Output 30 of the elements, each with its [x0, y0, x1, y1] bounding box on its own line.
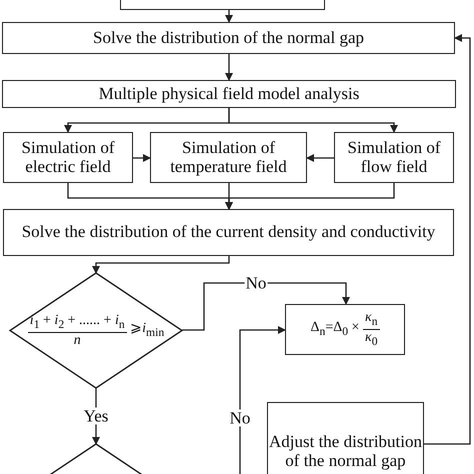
node-text: Simulation of flow field [346, 138, 442, 176]
arrow [133, 154, 151, 162]
decision-diamond [10, 273, 182, 388]
process-box [2, 80, 456, 108]
arrow [225, 183, 395, 210]
edge-label: No [228, 410, 252, 426]
process-box [334, 132, 454, 183]
node-text: Adjust the distribution of the normal gap [268, 433, 423, 471]
arrow [225, 54, 233, 81]
edge-label: Yes [82, 408, 110, 424]
formula: i$_{1}$ + i$_{2}$ + ...... + i$_{n}$ n ⩾i$_{min}$ [28, 312, 164, 348]
process-box [3, 132, 133, 183]
arrow [239, 326, 286, 474]
node-text: Solve the distribution of the normal gap [92, 28, 364, 48]
process-box [150, 132, 307, 183]
arrow [306, 154, 334, 162]
arrow [182, 282, 350, 331]
process-box [2, 22, 455, 54]
arrow [228, 108, 398, 133]
node-text: Solve the distribution of the current density and conductivity [22, 223, 436, 242]
process-box [267, 402, 424, 474]
process-box [3, 209, 454, 256]
edge-label: No [244, 274, 268, 292]
node-text: Multiple physical field model analysis [98, 84, 360, 104]
node-text: Simulation of temperature field [169, 138, 288, 176]
node-text: Simulation of electric field [20, 138, 116, 176]
arrow [424, 34, 471, 445]
arrow [225, 10, 233, 23]
formula-box [285, 304, 405, 355]
arrow [92, 256, 230, 274]
